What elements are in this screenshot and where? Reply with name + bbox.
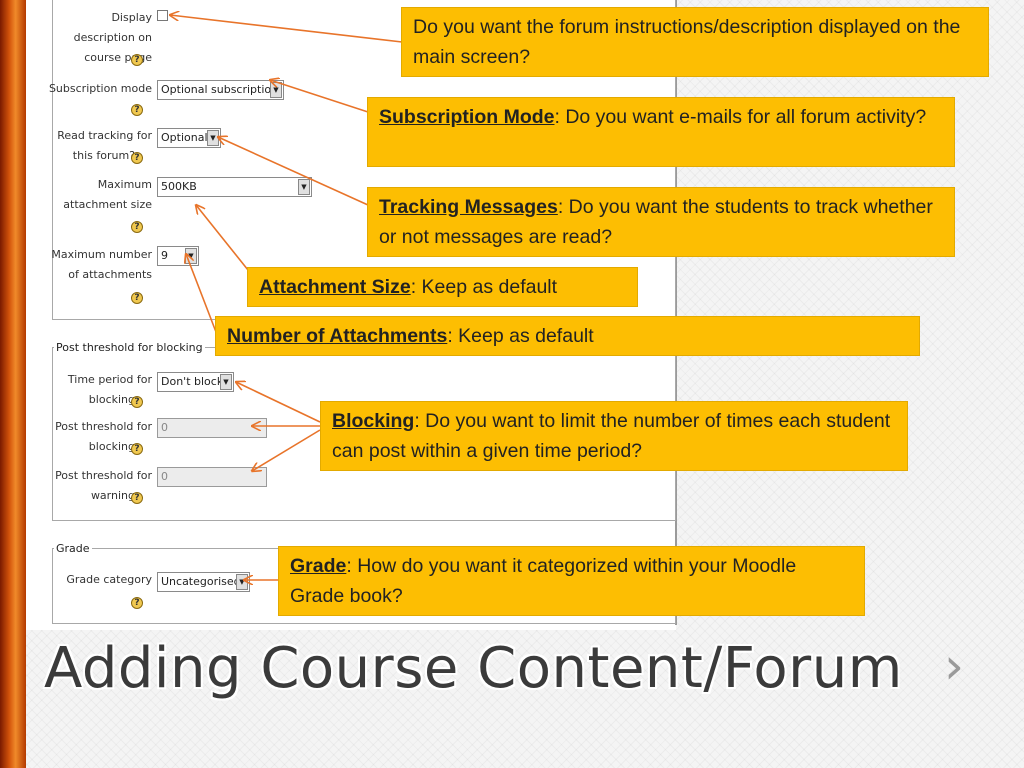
help-icon[interactable]: ?	[131, 54, 143, 66]
grade-legend: Grade	[54, 542, 92, 555]
read-tracking-select[interactable]: Optional ▼	[157, 128, 221, 148]
help-icon[interactable]: ?	[131, 492, 143, 504]
callout-blocking: Blocking: Do you want to limit the numbe…	[320, 401, 908, 471]
callout-tracking-messages: Tracking Messages: Do you want the stude…	[367, 187, 955, 257]
grade-category-label: Grade category	[66, 573, 152, 586]
post-threshold-blocking-input[interactable]: 0	[157, 418, 267, 438]
chevron-down-icon: ▼	[207, 130, 219, 146]
callout-subscription-mode: Subscription Mode: Do you want e-mails f…	[367, 97, 955, 167]
max-attachment-size-label: Maximum attachment size	[63, 178, 152, 211]
subscription-mode-select[interactable]: Optional subscription ▼	[157, 80, 284, 100]
callout-display-description: Do you want the forum instructions/descr…	[401, 7, 989, 77]
time-period-label: Time period for blocking	[67, 373, 152, 406]
post-threshold-warning-input[interactable]: 0	[157, 467, 267, 487]
accent-sidebar	[0, 0, 26, 768]
help-icon[interactable]: ?	[131, 396, 143, 408]
time-period-select[interactable]: Don't block ▼	[157, 372, 234, 392]
callout-grade: Grade: How do you want it categorized wi…	[278, 546, 865, 616]
grade-category-select[interactable]: Uncategorised ▼	[157, 572, 250, 592]
help-icon[interactable]: ?	[131, 152, 143, 164]
help-icon[interactable]: ?	[131, 597, 143, 609]
chevron-down-icon: ▼	[298, 179, 310, 195]
help-icon[interactable]: ?	[131, 221, 143, 233]
help-icon[interactable]: ?	[131, 104, 143, 116]
chevron-down-icon: ▼	[185, 248, 197, 264]
read-tracking-label: Read tracking for this forum?	[57, 129, 152, 162]
callout-number-of-attachments: Number of Attachments: Keep as default	[215, 316, 920, 356]
panel-border	[675, 0, 677, 625]
post-threshold-warning-label: Post threshold for warning	[55, 469, 152, 502]
chevron-down-icon: ▼	[270, 82, 282, 98]
callout-attachment-size: Attachment Size: Keep as default	[247, 267, 638, 307]
help-icon[interactable]: ?	[131, 443, 143, 455]
next-slide-chevron-icon[interactable]: ›	[944, 637, 964, 695]
max-attachment-size-select[interactable]: 500KB ▼	[157, 177, 312, 197]
blocking-legend: Post threshold for blocking	[54, 341, 205, 354]
display-description-checkbox[interactable]	[157, 10, 168, 21]
max-attachments-label: Maximum number of attachments	[51, 248, 152, 281]
help-icon[interactable]: ?	[131, 292, 143, 304]
subscription-mode-label: Subscription mode	[48, 82, 152, 95]
post-threshold-blocking-label: Post threshold for blocking	[55, 420, 152, 453]
max-attachments-select[interactable]: 9 ▼	[157, 246, 199, 266]
chevron-down-icon: ▼	[236, 574, 248, 590]
moodle-form-screenshot: Display description on course page ? Sub…	[26, 0, 677, 630]
chevron-down-icon: ▼	[220, 374, 232, 390]
slide-title: Adding Course Content/Forum	[44, 636, 903, 701]
